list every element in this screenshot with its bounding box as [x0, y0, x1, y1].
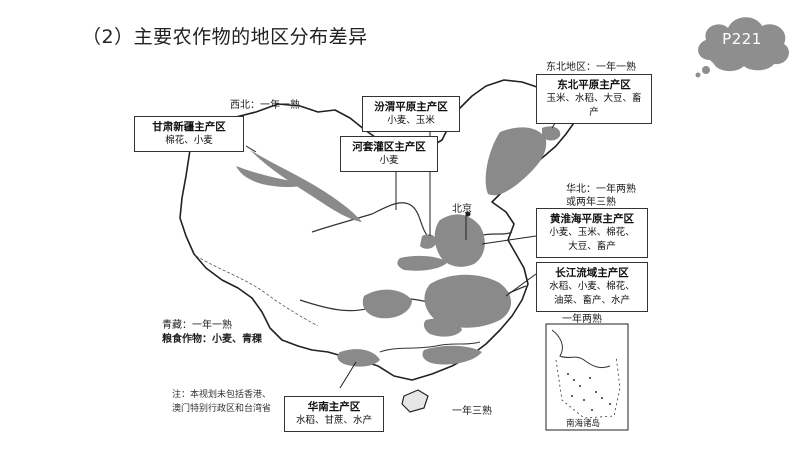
area-gansu-xinjiang: [250, 150, 362, 222]
region-box-fenwei: 汾渭平原主产区 小麦、玉米: [362, 96, 460, 132]
region-crops: 水稻、甘蔗、水产: [295, 415, 372, 426]
area-south-china-east: [422, 345, 482, 365]
map-note-line1: 注：本视划未包括香港、: [172, 390, 272, 400]
label-south-multi: 一年三熟: [452, 406, 492, 417]
area-yangtze-west: [362, 289, 412, 319]
nanhai-coast: [551, 329, 611, 369]
region-title: 东北平原主产区: [557, 79, 631, 91]
label-north-2: 或两年三熟: [566, 197, 616, 208]
area-hetao: [397, 255, 448, 271]
area-northeast: [485, 127, 547, 196]
area-yangtze-south: [423, 318, 462, 337]
page-badge-cloud: [695, 17, 789, 78]
region-crops-2: 大豆、畜产: [568, 241, 616, 252]
page-badge: P221: [722, 30, 762, 48]
region-title: 华南主产区: [307, 401, 361, 413]
label-beijing: 北京: [452, 204, 472, 215]
beijing-marker: [465, 211, 471, 217]
area-northeast-small: [542, 126, 561, 141]
region-box-northeast: 东北平原主产区 玉米、水稻、大豆、畜产: [536, 74, 652, 124]
label-nanhai-zone: 一年两熟: [562, 314, 602, 325]
region-title: 长江流域主产区: [555, 267, 629, 279]
region-box-yangtze: 长江流域主产区 水稻、小麦、棉花、 油菜、畜产、水产: [536, 262, 648, 312]
area-huabei: [434, 214, 485, 267]
region-box-south-china: 华南主产区 水稻、甘蔗、水产: [284, 396, 384, 432]
area-fenwei: [420, 234, 437, 249]
pearl-river: [379, 341, 481, 353]
region-crops: 小麦、玉米: [387, 115, 435, 126]
region-crops: 玉米、水稻、大豆、畜产: [546, 93, 642, 118]
label-nanhai-islands: 南海诸岛: [566, 419, 601, 429]
region-box-huanghuaihai: 黄淮海平原主产区 小麦、玉米、棉花、 大豆、畜产: [536, 208, 648, 258]
label-qingzang-crops: 粮食作物：小麦、青稞: [162, 334, 262, 345]
page-title: （2）主要农作物的地区分布差异: [82, 26, 368, 48]
map-note: 注：本视划未包括香港、 澳门特别行政区和台湾省: [172, 388, 271, 416]
nanhai-islands-dots: [567, 373, 611, 411]
area-yangtze-main: [424, 274, 512, 328]
region-crops: 小麦、玉米、棉花、: [549, 227, 635, 238]
region-title: 甘肃新疆主产区: [152, 121, 226, 133]
region-crops: 小麦: [379, 155, 399, 166]
label-northeast: 东北地区：一年一熟: [546, 62, 636, 73]
area-xinjiang-strip: [236, 166, 306, 187]
nanhai-inset-frame: [545, 323, 629, 431]
region-box-gansu-xinjiang: 甘肃新疆主产区 棉花、小麦: [134, 116, 244, 152]
region-title: 黄淮海平原主产区: [550, 213, 634, 225]
region-box-hetao: 河套灌区主产区 小麦: [340, 136, 438, 172]
hainan-outline: [401, 389, 429, 413]
label-north-1: 华北：一年两熟: [566, 184, 636, 195]
map-note-line2: 澳门特别行政区和台湾省: [172, 404, 272, 414]
area-south-china: [337, 349, 380, 367]
region-crops: 棉花、小麦: [165, 135, 213, 146]
label-qingzang: 青藏：一年一熟: [162, 320, 232, 331]
zone-boundary: [195, 255, 319, 327]
region-crops-2: 油菜、畜产、水产: [553, 295, 630, 306]
label-northwest: 西北：一年一熟: [230, 100, 300, 111]
region-crops: 水稻、小麦、棉花、: [549, 281, 635, 292]
region-title: 汾渭平原主产区: [374, 101, 448, 113]
region-title: 河套灌区主产区: [352, 141, 426, 153]
